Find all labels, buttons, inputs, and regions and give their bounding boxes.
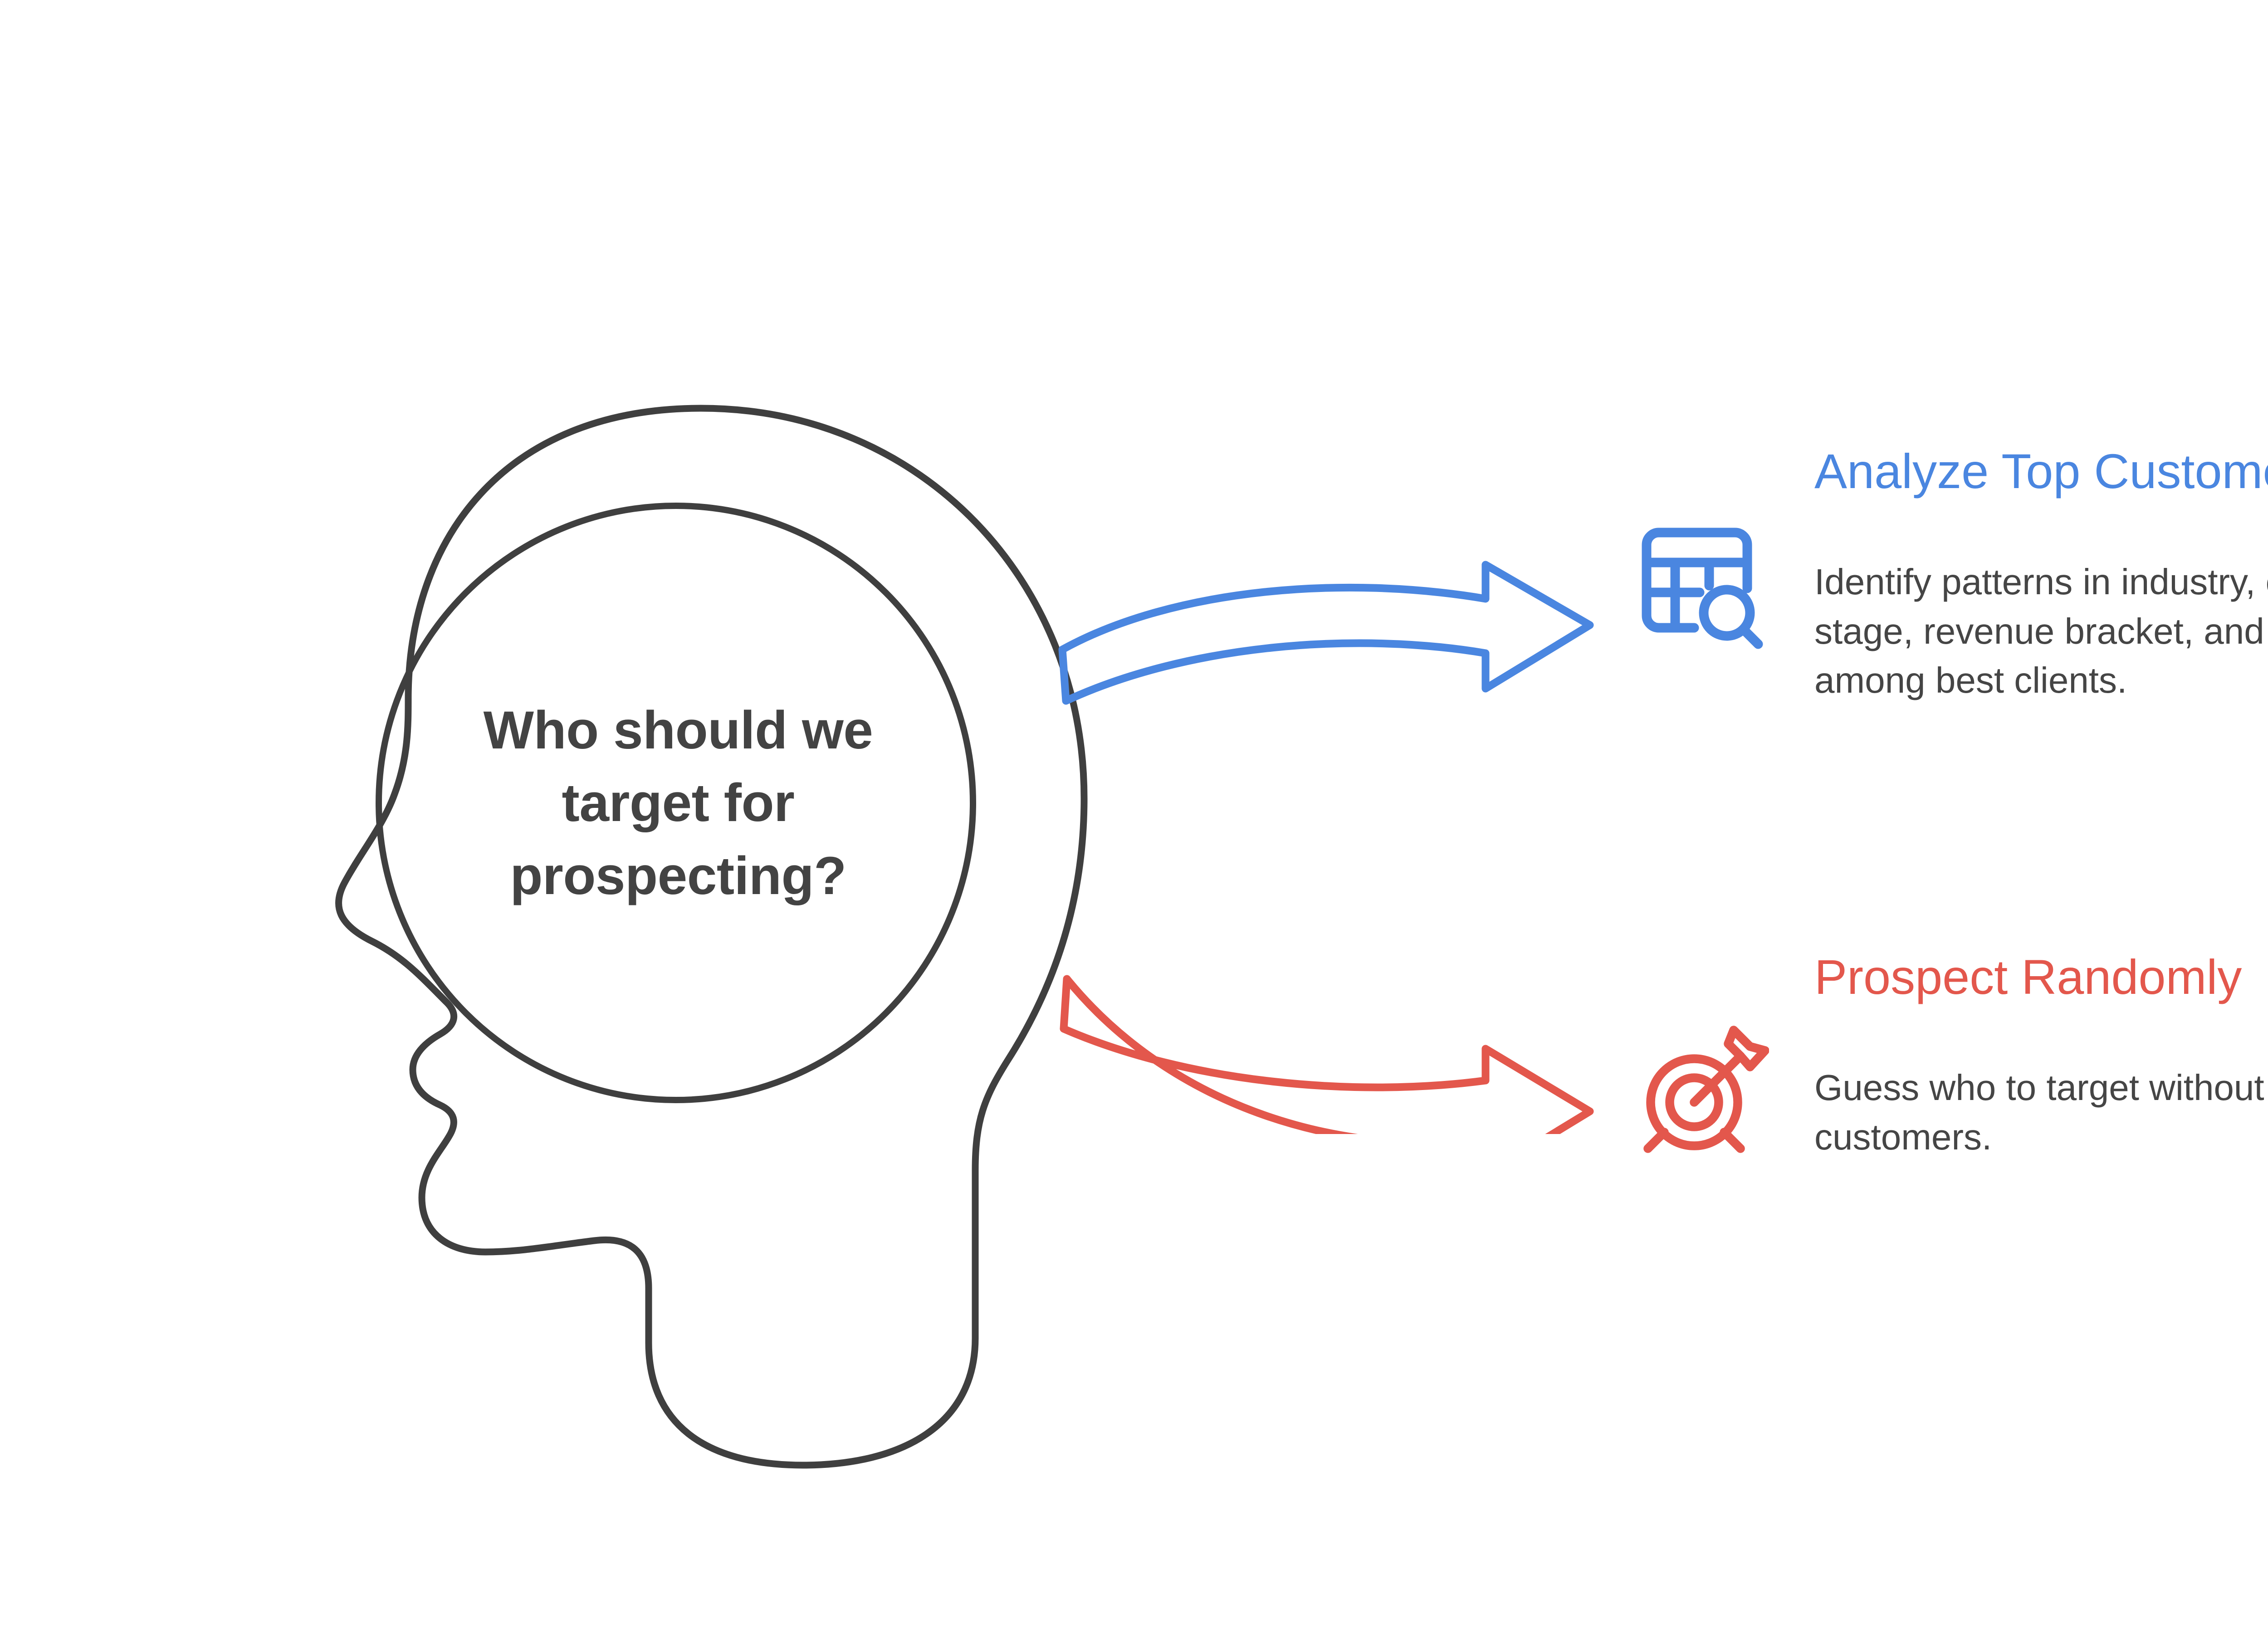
analyze-top-customers-body: Identify patterns in industry, company s… [1633,518,2268,742]
analyze-top-customers-title: Analyze Top Customers [1814,444,2268,499]
prospect-randomly-description: Guess who to target without analyzing ex… [1814,1067,2268,1157]
prospect-randomly-body: Guess who to target without analyzing ex… [1633,1023,2268,1198]
red-arrow-path [1060,975,1594,1134]
question-line-3: prospecting? [510,846,846,906]
question-line-1: Who should we [483,700,873,760]
branch-prospect-randomly: Prospect Randomly Guess who to targe [1633,950,2268,1198]
prospect-randomly-title: Prospect Randomly [1814,949,2242,1004]
head-silhouette-graphic [335,405,1088,1469]
analyze-top-customers-description: Identify patterns in industry, company s… [1814,561,2268,701]
question-line-2: target for [562,773,795,833]
target-dart-icon [1643,1026,1769,1153]
branch-analyze-top-customers: Analyze Top Customers [1633,444,2268,742]
blue-arrow-path [1058,561,1594,705]
arrow-to-prospect-randomly [1060,975,1594,1134]
head-outline-path [335,405,1088,1469]
table-search-icon [1642,528,1763,649]
central-question-text: Who should we target for prospecting? [390,694,966,912]
arrow-to-analyze-top-customers [1058,561,1594,705]
brain-circle [376,503,976,1103]
